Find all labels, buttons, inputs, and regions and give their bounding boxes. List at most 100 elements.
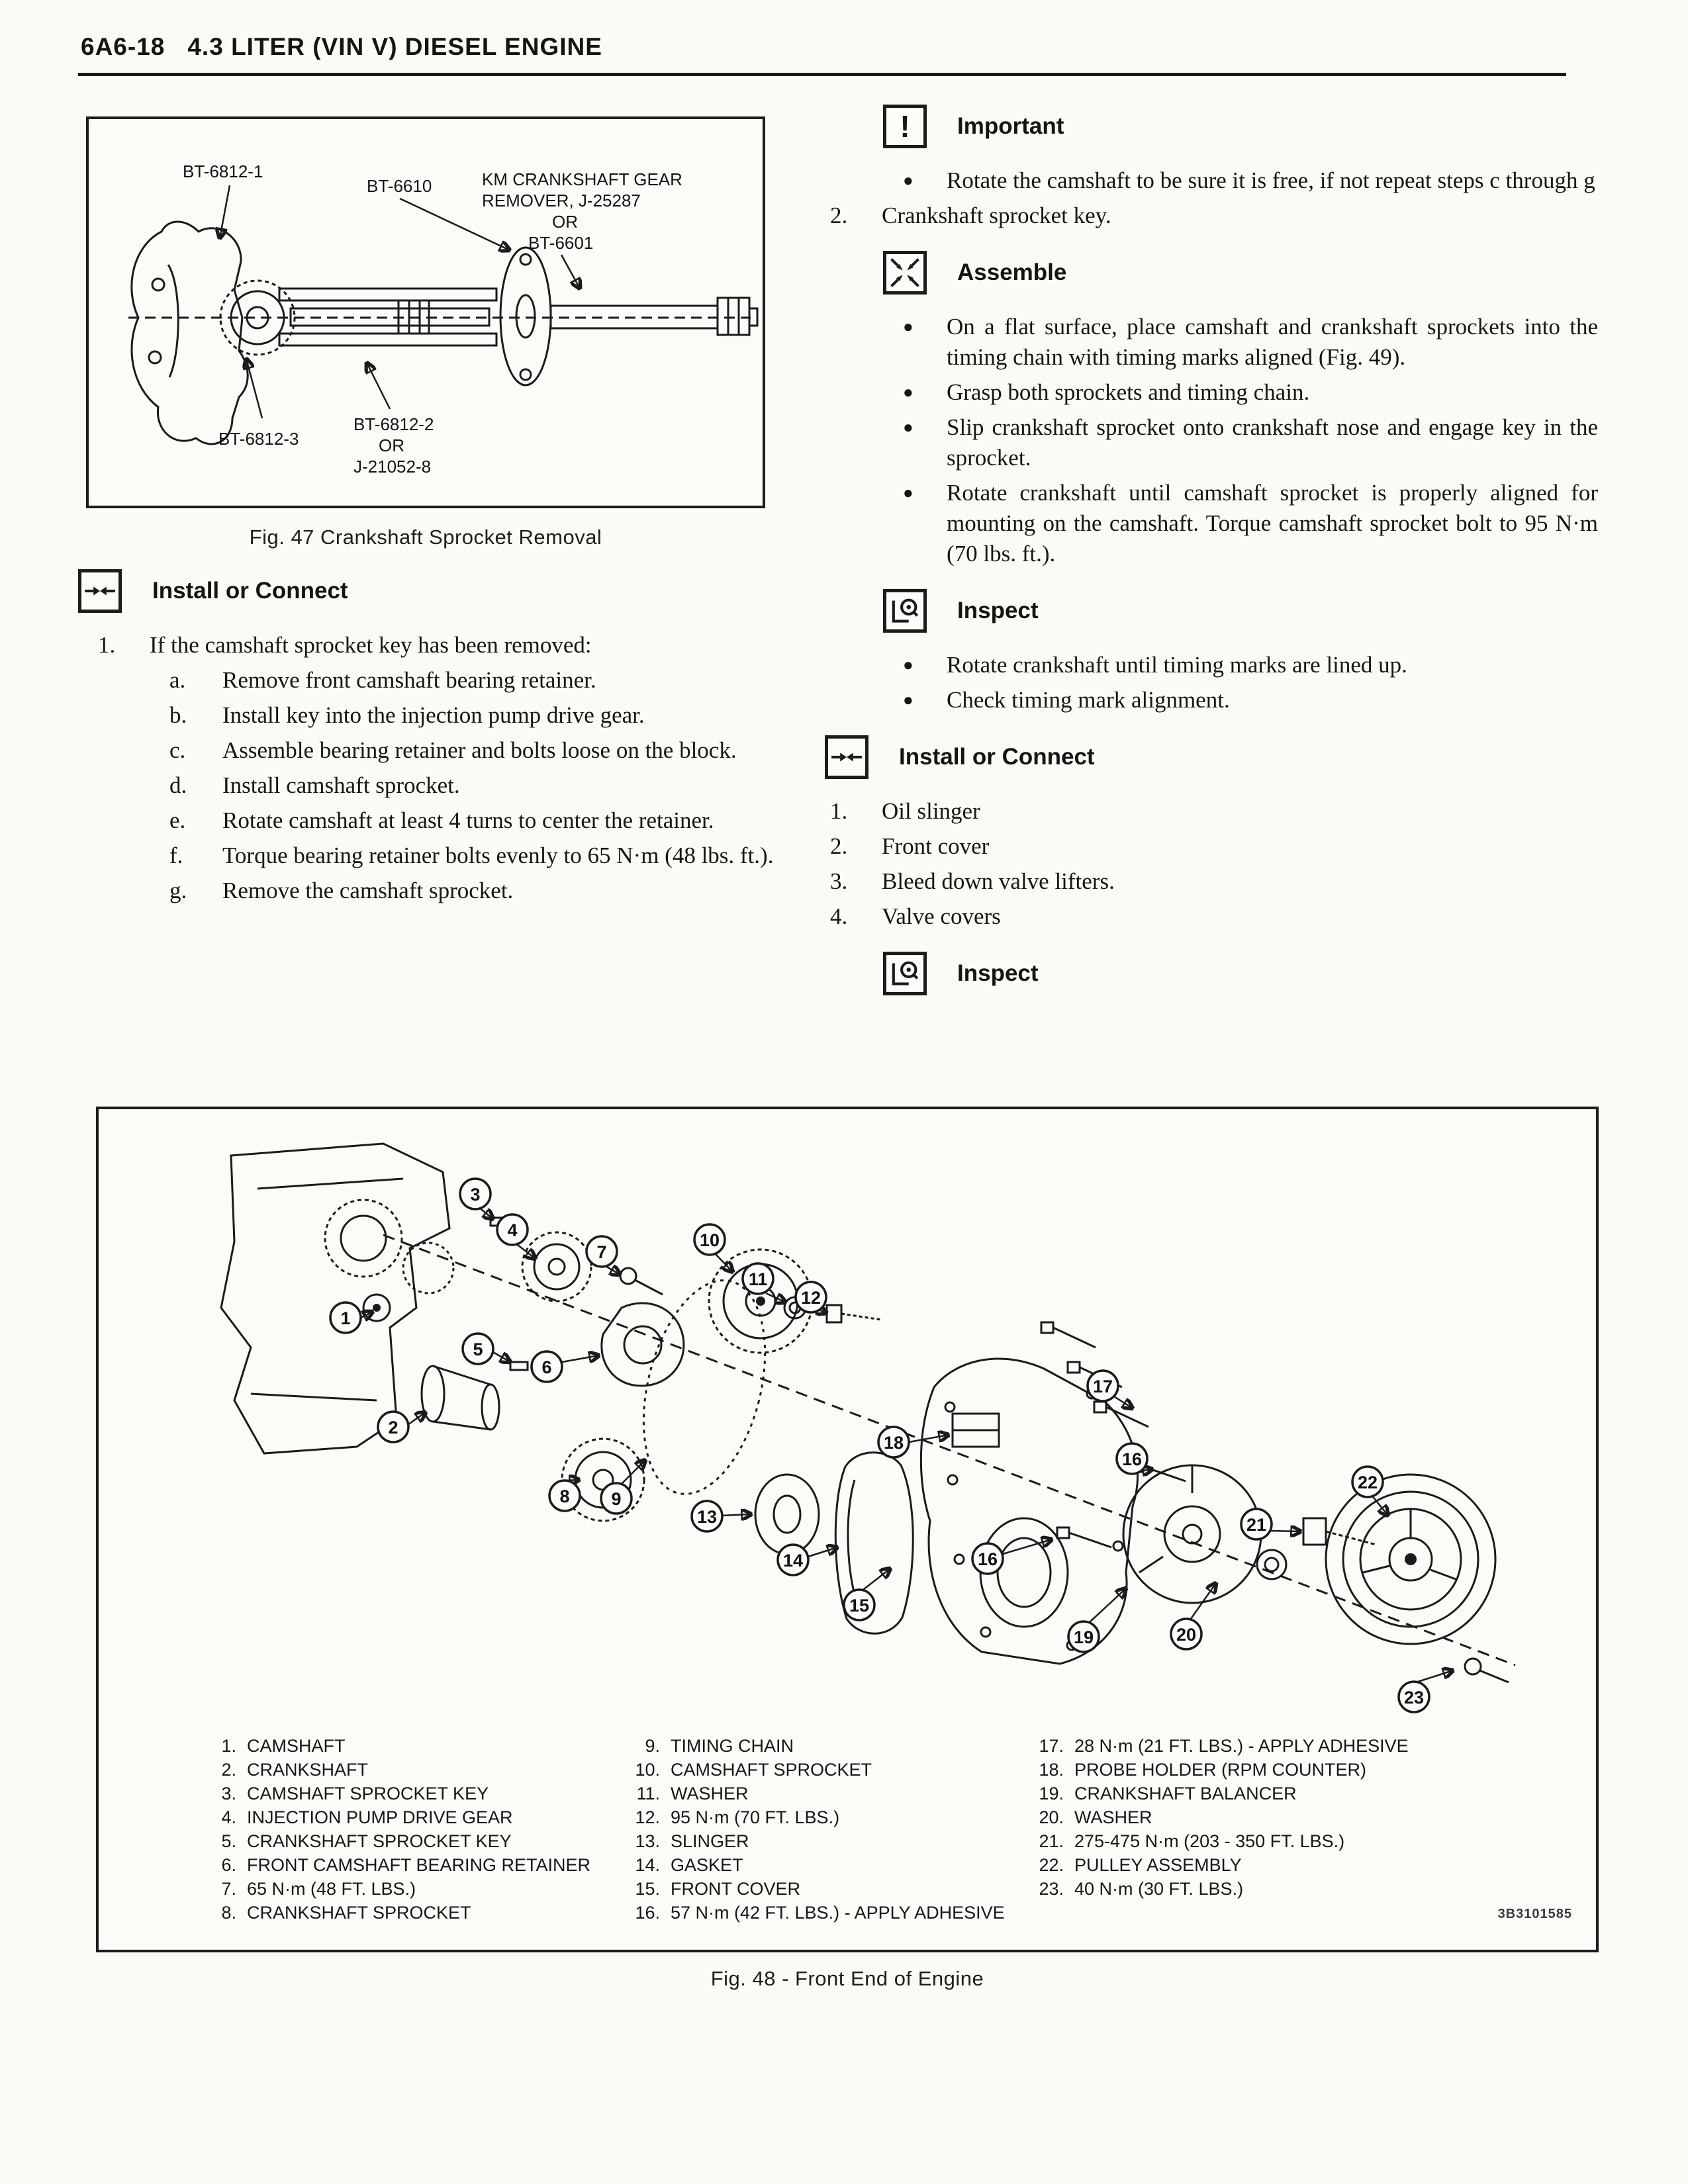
parts-list-column-1: 1.CAMSHAFT 2.CRANKSHAFT 3.CAMSHAFT SPROC… xyxy=(198,1734,590,1925)
parts-list-item: 22.PULLEY ASSEMBLY xyxy=(1039,1855,1242,1875)
item-number: 2. xyxy=(830,833,848,859)
item-text: Crankshaft sprocket key. xyxy=(882,203,1111,228)
parts-list-item: 10.CAMSHAFT SPROCKET xyxy=(635,1760,872,1780)
callout-badge: 19 xyxy=(1067,1620,1100,1653)
lettered-item: g.Remove the camshaft sprocket. xyxy=(78,876,851,906)
bullet-glyph: ● xyxy=(903,317,914,336)
item-text: Check timing mark alignment. xyxy=(947,687,1230,713)
item-letter: c. xyxy=(169,737,186,763)
part-label-bt6610: BT-6610 xyxy=(367,176,432,196)
callout-badge: 4 xyxy=(496,1213,529,1246)
svg-text:15: 15 xyxy=(849,1596,869,1615)
parts-list-item: 19.CRANKSHAFT BALANCER xyxy=(1039,1784,1297,1803)
numbered-item: 4.Valve covers xyxy=(825,901,1601,932)
callout-badge: 5 xyxy=(461,1332,494,1365)
left-column: Install or Connect 1. If the camshaft sp… xyxy=(78,569,851,911)
item-text: Rotate camshaft at least 4 turns to cent… xyxy=(222,807,714,833)
parts-list-item: 23.40 N·m (30 FT. LBS.) xyxy=(1039,1879,1244,1899)
item-number: 2. xyxy=(830,203,848,228)
item-text: Grasp both sprockets and timing chain. xyxy=(947,379,1310,405)
svg-text:18: 18 xyxy=(884,1433,904,1453)
callout-badge: 2 xyxy=(377,1410,410,1443)
page-title: 4.3 LITER (VIN V) DIESEL ENGINE xyxy=(187,33,602,60)
item-text: Rotate the camshaft to be sure it is fre… xyxy=(947,167,1595,193)
svg-text:20: 20 xyxy=(1176,1625,1196,1645)
item-text: Remove front camshaft bearing retainer. xyxy=(222,667,596,693)
converging-arrows-icon xyxy=(78,569,122,613)
item-text: Install key into the injection pump driv… xyxy=(222,702,645,728)
callout-badge: 10 xyxy=(693,1223,726,1256)
callout-badge: 8 xyxy=(548,1479,581,1512)
callout-badge: 15 xyxy=(843,1588,876,1621)
bullet-glyph: ● xyxy=(903,171,914,190)
important-section: ! Important xyxy=(883,105,1601,148)
item-text: Oil slinger xyxy=(882,798,980,824)
lettered-item: a.Remove front camshaft bearing retainer… xyxy=(78,665,851,696)
bullet-item: ●Check timing mark alignment. xyxy=(825,685,1601,715)
parts-list-item: 8.CRANKSHAFT SPROCKET xyxy=(221,1903,471,1923)
parts-list-item: 4.INJECTION PUMP DRIVE GEAR xyxy=(221,1807,513,1827)
callout-badge: 3 xyxy=(459,1177,492,1210)
exclamation-icon: ! xyxy=(883,105,927,148)
parts-list-column-3: 17.28 N·m (21 FT. LBS.) - APPLY ADHESIVE… xyxy=(1025,1734,1409,1901)
part-label-bt6812-3: BT-6812-3 xyxy=(218,429,299,449)
parts-list-item: 12.95 N·m (70 FT. LBS.) xyxy=(635,1807,840,1827)
parts-list-column-2: 9.TIMING CHAIN 10.CAMSHAFT SPROCKET 11.W… xyxy=(622,1734,1004,1925)
install-or-connect-section: Install or Connect xyxy=(825,735,1601,779)
bullet-item: ●Grasp both sprockets and timing chain. xyxy=(825,377,1601,408)
item-number: 1. xyxy=(98,632,116,658)
parts-list-item: 3.CAMSHAFT SPROCKET KEY xyxy=(221,1784,489,1803)
section-label: Install or Connect xyxy=(899,744,1095,770)
lettered-item: d.Install camshaft sprocket. xyxy=(78,770,851,801)
page-number: 6A6-18 xyxy=(81,33,165,60)
parts-list-item: 2.CRANKSHAFT xyxy=(221,1760,369,1780)
converging-arrows-icon xyxy=(825,735,868,779)
bullet-item: ● Rotate the camshaft to be sure it is fr… xyxy=(825,165,1601,196)
item-text: Remove the camshaft sprocket. xyxy=(222,878,514,903)
item-letter: b. xyxy=(169,702,187,728)
callout-badge: 17 xyxy=(1086,1369,1119,1402)
part-label-j21052-8: J-21052-8 xyxy=(353,457,431,477)
parts-list-item: 5.CRANKSHAFT SPROCKET KEY xyxy=(221,1831,512,1851)
item-text: Slip crankshaft sprocket onto crankshaft… xyxy=(947,414,1598,471)
section-label: Assemble xyxy=(957,259,1067,285)
callout-badge: 16 xyxy=(1115,1442,1149,1475)
callout-badge: 11 xyxy=(741,1262,774,1295)
assemble-section: Assemble xyxy=(883,251,1601,295)
item-text: On a flat surface, place camshaft and cr… xyxy=(947,314,1598,370)
numbered-item: 1. Oil slinger xyxy=(825,796,1601,827)
part-label-bt6812-2-or: OR xyxy=(379,435,404,455)
callout-badge: 12 xyxy=(794,1281,827,1314)
fig48-caption: Fig. 48 - Front End of Engine xyxy=(710,1967,984,1990)
part-label-remover-4: BT-6601 xyxy=(528,233,593,253)
eye-inspect-icon xyxy=(883,952,927,995)
figure-reference-code: 3B3101585 xyxy=(1497,1907,1572,1921)
converging-diagonal-arrows-icon xyxy=(883,251,927,295)
exclamation-glyph: ! xyxy=(900,109,910,144)
eye-inspect-icon xyxy=(883,589,927,633)
svg-text:3: 3 xyxy=(470,1185,480,1205)
part-label-remover-1: KM CRANKSHAFT GEAR xyxy=(482,169,682,189)
bullet-glyph: ● xyxy=(903,655,914,674)
svg-text:23: 23 xyxy=(1404,1688,1424,1707)
fig47-caption: Fig. 47 Crankshaft Sprocket Removal xyxy=(249,525,602,549)
svg-text:10: 10 xyxy=(700,1230,720,1250)
svg-text:13: 13 xyxy=(697,1507,717,1527)
item-letter: f. xyxy=(169,842,183,868)
item-number: 1. xyxy=(830,798,848,824)
item-text: Install camshaft sprocket. xyxy=(222,772,460,798)
svg-text:22: 22 xyxy=(1358,1473,1378,1492)
bullet-item: ● On a flat surface, place camshaft and c… xyxy=(825,312,1601,373)
parts-list-item: 1.CAMSHAFT xyxy=(221,1736,346,1756)
item-number: 3. xyxy=(830,868,848,894)
fig48-frame: 1 2 3 4 5 6 7 8 9 10 11 12 13 14 15 16 1… xyxy=(96,1107,1599,1952)
callout-badge: 20 xyxy=(1170,1617,1203,1651)
svg-text:21: 21 xyxy=(1246,1515,1266,1535)
item-text: Assemble bearing retainer and bolts loos… xyxy=(222,737,737,763)
svg-text:16: 16 xyxy=(1122,1449,1142,1469)
parts-list-item: 14.GASKET xyxy=(635,1855,743,1875)
parts-list-item: 6.FRONT CAMSHAFT BEARING RETAINER xyxy=(221,1855,591,1875)
parts-list-item: 17.28 N·m (21 FT. LBS.) - APPLY ADHESIVE xyxy=(1039,1736,1409,1756)
install-or-connect-section: Install or Connect xyxy=(78,569,851,613)
numbered-item: 2.Front cover xyxy=(825,831,1601,862)
